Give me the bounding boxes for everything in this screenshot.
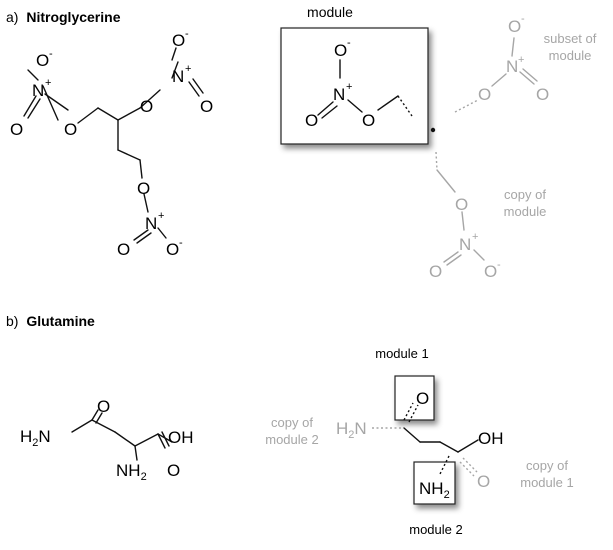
charge-minus: - [497, 259, 501, 271]
glutamine-skeleton: OH [372, 427, 504, 453]
nitroglycerine-structure: O - N + O O O - N + O O O N + O O - [10, 28, 213, 259]
faded-carbonyl: O [459, 457, 490, 491]
module-1-structure: O [403, 389, 429, 423]
copy-label-line2: module [504, 204, 547, 219]
charge-plus: + [472, 231, 478, 243]
atom-o: O [478, 85, 491, 104]
panel-a: a) Nitroglycerine [6, 4, 597, 281]
atom-h2n: H2N [20, 427, 51, 449]
panel-b-title: Glutamine [26, 313, 95, 329]
atom-o: O [477, 472, 490, 491]
module-2-label: module 2 [409, 522, 462, 537]
atom-o: O [362, 111, 375, 130]
charge-minus: - [521, 13, 525, 25]
atom-n: N [32, 81, 44, 100]
atom-n: N [506, 57, 518, 76]
atom-o: O [167, 461, 180, 480]
module-label: module [307, 4, 353, 20]
module-1-box [394, 375, 435, 421]
atom-o: O [200, 97, 213, 116]
atom-o: O [172, 31, 185, 50]
atom-n: N [333, 85, 345, 104]
central-carbon-dot [430, 127, 436, 133]
atom-o: O [166, 240, 179, 259]
atom-nh2: NH2 [116, 461, 147, 483]
atom-o: O [305, 111, 318, 130]
module-1-label: module 1 [375, 346, 428, 361]
copy-module-1-label-line1: copy of [526, 458, 568, 473]
svg-text:a) Nitroglycerine: a) Nitroglycerine [6, 9, 121, 25]
atom-o: O [64, 120, 77, 139]
module-box [280, 27, 429, 145]
atom-oh: OH [478, 429, 504, 448]
panel-b-letter: b) [6, 313, 18, 329]
glutamine-structure: H2N O OH NH2 O [20, 397, 194, 483]
copy-of-module-structure: O N + O O - [429, 151, 501, 281]
subset-label-line1: subset of [544, 31, 597, 46]
charge-minus: - [179, 237, 183, 249]
atom-o: O [416, 389, 429, 408]
atom-o: O [536, 85, 549, 104]
faded-h2n: H2N [336, 419, 367, 441]
charge-plus: + [185, 63, 191, 75]
atom-nh2: NH2 [419, 479, 450, 501]
module-2-structure: NH2 [419, 455, 450, 501]
charge-minus: - [49, 48, 53, 60]
panel-a-title: Nitroglycerine [26, 9, 120, 25]
atom-o: O [334, 41, 347, 60]
svg-text:b) Glutamine: b) Glutamine [6, 313, 95, 329]
subset-label-line2: module [549, 48, 592, 63]
atom-o: O [137, 179, 150, 198]
atom-o: O [429, 262, 442, 281]
copy-label-line1: copy of [504, 187, 546, 202]
atom-n: N [172, 67, 184, 86]
atom-o: O [484, 262, 497, 281]
charge-plus: + [518, 54, 524, 66]
atom-oh: OH [168, 428, 194, 447]
charge-plus: + [45, 77, 51, 89]
atom-o: O [97, 397, 110, 416]
charge-minus: - [347, 37, 351, 49]
module-structure: O - N + O O [305, 37, 413, 130]
copy-module-2-label-line2: module 2 [265, 432, 318, 447]
atom-o: O [36, 51, 49, 70]
module-2-box [413, 461, 456, 505]
copy-module-2-label-line1: copy of [271, 415, 313, 430]
atom-o: O [455, 195, 468, 214]
charge-plus: + [346, 81, 352, 93]
charge-plus: + [158, 210, 164, 222]
atom-o: O [140, 97, 153, 116]
subset-of-module-structure: O N + O - O [454, 13, 549, 113]
atom-o: O [508, 17, 521, 36]
atom-o: O [10, 120, 23, 139]
copy-module-1-label-line2: module 1 [520, 475, 573, 490]
atom-n: N [145, 214, 157, 233]
atom-o: O [117, 240, 130, 259]
panel-a-letter: a) [6, 9, 18, 25]
charge-minus: - [185, 28, 189, 40]
atom-n: N [459, 235, 471, 254]
panel-b: b) Glutamine H2N O OH NH2 O mo [6, 313, 574, 537]
